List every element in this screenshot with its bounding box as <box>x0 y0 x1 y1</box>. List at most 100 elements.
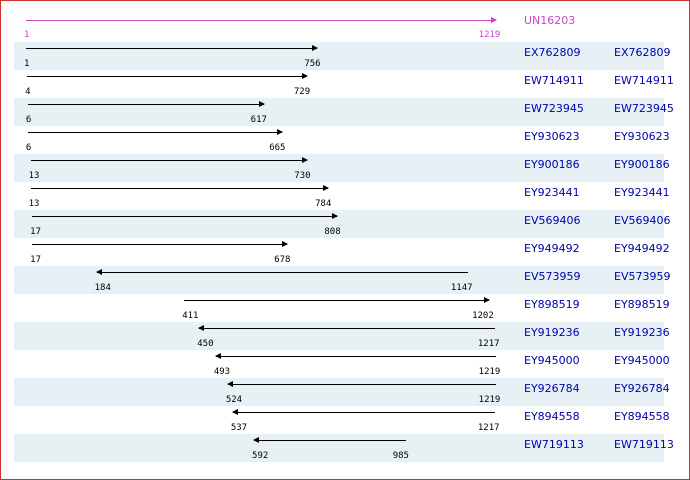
reverse-alignment-arrow <box>253 437 406 443</box>
hit-end: 1217 <box>477 339 500 349</box>
hit-start: 1 <box>24 59 30 69</box>
hit-id-link[interactable]: EY930623 <box>524 130 580 143</box>
forward-alignment-arrow <box>27 129 284 135</box>
hit-id-link-secondary[interactable]: EV573959 <box>614 270 671 283</box>
query-row: 1 1219 UN16203 <box>0 8 690 40</box>
hit-id-link-secondary[interactable]: EY923441 <box>614 186 670 199</box>
hit-row: 13 730 EY900186 EY900186 <box>0 154 690 182</box>
hit-row: 17 678 EY949492 EY949492 <box>0 238 690 266</box>
reverse-alignment-arrow <box>214 353 496 359</box>
hit-id-link[interactable]: EV569406 <box>524 214 581 227</box>
hit-id-link-secondary[interactable]: EW719113 <box>614 438 674 451</box>
hit-start: 537 <box>230 423 248 433</box>
row-stripe <box>14 42 664 70</box>
forward-alignment-arrow <box>32 213 339 219</box>
hit-start: 450 <box>197 339 214 349</box>
hit-end: 985 <box>392 451 409 461</box>
hit-id-link[interactable]: EW723945 <box>524 102 584 115</box>
hit-end: 756 <box>304 59 321 69</box>
forward-alignment-arrow <box>27 101 265 107</box>
forward-alignment-arrow <box>27 73 308 79</box>
hit-end: 1217 <box>477 423 500 433</box>
hit-id-link-secondary[interactable]: EV569406 <box>614 214 671 227</box>
hit-start: 184 <box>94 283 111 293</box>
hit-start: 524 <box>225 395 243 405</box>
hit-start: 17 <box>30 227 42 237</box>
row-stripe <box>14 98 664 126</box>
hit-id-link-secondary[interactable]: EW723945 <box>614 102 674 115</box>
hit-id-link-secondary[interactable]: EX762809 <box>614 46 671 59</box>
hit-start: 17 <box>30 255 42 265</box>
forward-alignment-arrow <box>32 241 289 247</box>
hit-id-link[interactable]: EY923441 <box>524 186 580 199</box>
hit-id-link-secondary[interactable]: EY930623 <box>614 130 670 143</box>
hit-id-link[interactable]: EY949492 <box>524 242 580 255</box>
hit-id-link-secondary[interactable]: EY926784 <box>614 382 670 395</box>
hit-end: 1202 <box>472 311 494 321</box>
hit-row: 537 1217 EY894558 EY894558 <box>0 406 690 434</box>
row-stripe <box>14 322 664 350</box>
hit-row: 524 1219 EY926784 EY926784 <box>0 378 690 406</box>
hit-id-link-secondary[interactable]: EY900186 <box>614 158 670 171</box>
row-stripe <box>14 210 664 238</box>
row-stripe <box>14 154 664 182</box>
hit-row: 4 729 EW714911 EW714911 <box>0 70 690 98</box>
hit-id-link[interactable]: EY919236 <box>524 326 580 339</box>
query-start: 1 <box>24 30 30 40</box>
hit-row: 1 756 EX762809 EX762809 <box>0 42 690 70</box>
reverse-alignment-arrow <box>226 381 496 387</box>
hit-row: 411 1202 EY898519 EY898519 <box>0 294 690 322</box>
hit-start: 493 <box>213 367 231 377</box>
hit-row: 184 1147 EV573959 EV573959 <box>0 266 690 294</box>
forward-alignment-arrow <box>26 45 319 51</box>
hit-end: 730 <box>294 171 311 181</box>
row-stripe <box>14 434 664 462</box>
hit-start: 4 <box>25 87 31 97</box>
hit-id-link[interactable]: EY945000 <box>524 354 580 367</box>
reverse-alignment-arrow <box>231 409 496 415</box>
hit-row: 493 1219 EY945000 EY945000 <box>0 350 690 378</box>
hit-id-link-secondary[interactable]: EW714911 <box>614 74 674 87</box>
query-id-link[interactable]: UN16203 <box>524 14 576 27</box>
hit-row: 6 665 EY930623 EY930623 <box>0 126 690 154</box>
hit-end: 1147 <box>450 283 473 293</box>
hit-id-link-secondary[interactable]: EY898519 <box>614 298 670 311</box>
row-stripe <box>14 266 664 294</box>
hit-end: 729 <box>293 87 311 97</box>
hit-start: 13 <box>28 199 40 209</box>
forward-alignment-arrow <box>30 157 308 163</box>
hit-id-link[interactable]: EY926784 <box>524 382 580 395</box>
hit-end: 1219 <box>478 367 501 377</box>
hit-id-link[interactable]: EV573959 <box>524 270 581 283</box>
hit-id-link[interactable]: EY900186 <box>524 158 580 171</box>
hit-row: 13 784 EY923441 EY923441 <box>0 182 690 210</box>
hit-end: 1219 <box>478 395 501 405</box>
reverse-alignment-arrow <box>198 325 496 331</box>
hit-end: 617 <box>250 115 267 125</box>
hit-id-link[interactable]: EW714911 <box>524 74 584 87</box>
hit-id-link[interactable]: EY894558 <box>524 410 580 423</box>
hit-end: 665 <box>269 143 286 153</box>
hit-start: 6 <box>25 143 32 153</box>
hit-start: 411 <box>182 311 199 321</box>
hit-start: 6 <box>25 115 32 125</box>
hit-row: 450 1217 EY919236 EY919236 <box>0 322 690 350</box>
query-bar <box>26 17 497 23</box>
hit-id-link-secondary[interactable]: EY894558 <box>614 410 670 423</box>
forward-alignment-arrow <box>184 297 491 303</box>
hit-row: 6 617 EW723945 EW723945 <box>0 98 690 126</box>
hit-end: 784 <box>315 199 332 209</box>
hit-id-link-secondary[interactable]: EY949492 <box>614 242 670 255</box>
hit-id-link[interactable]: EY898519 <box>524 298 580 311</box>
forward-alignment-arrow <box>30 185 329 191</box>
hit-start: 13 <box>28 171 40 181</box>
hit-end: 678 <box>274 255 291 265</box>
query-end: 1219 <box>478 30 501 40</box>
hit-id-link[interactable]: EW719113 <box>524 438 584 451</box>
hit-id-link-secondary[interactable]: EY919236 <box>614 326 670 339</box>
hit-id-link[interactable]: EX762809 <box>524 46 581 59</box>
hit-id-link-secondary[interactable]: EY945000 <box>614 354 670 367</box>
